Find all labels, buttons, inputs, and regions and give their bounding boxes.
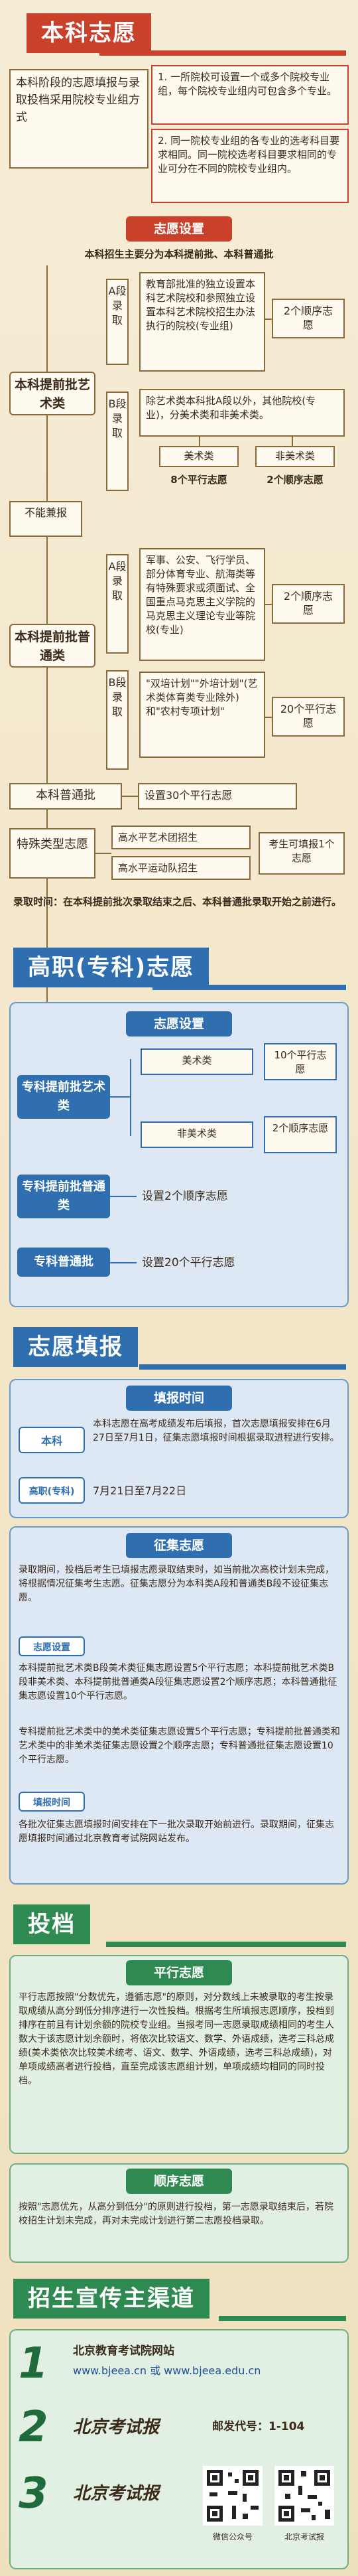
fill-voc-label: 高职(专科) — [19, 1477, 85, 1504]
section-fill-title: 志愿填报 — [13, 1327, 138, 1367]
fill-voc-time: 7月21日至7月22日 — [93, 1484, 187, 1497]
collect-panel — [9, 1526, 349, 1885]
section-channels-header: 招生宣传主渠道 — [0, 2272, 358, 2324]
undergrad-note: 录取时间：在本科提前批次录取结束之后、本科普通批录取开始之前进行。 — [13, 896, 342, 908]
connector — [199, 437, 200, 446]
special-item-2: 高水平运动队招生 — [111, 856, 251, 880]
channel-number-3: 3 — [19, 2469, 48, 2518]
undergrad-settings-title: 志愿设置 — [126, 216, 232, 242]
voc-early-general-desc: 设置2个顺序志愿 — [142, 1190, 228, 1203]
channels-panel — [9, 2329, 349, 2569]
voc-normal: 专科普通批 — [17, 1248, 110, 1277]
qr-2-label: 北京考试报 — [284, 2532, 324, 2541]
art-fine-count: 8个平行志愿 — [170, 474, 227, 486]
art-fine-label: 美术类 — [159, 446, 239, 467]
section-voc-title: 高职(专科)志愿 — [13, 948, 209, 987]
parallel-text: 平行志愿按照"分数优先，遵循志愿"的原则，对分数线上未被录取的考生按录取成绩从高… — [19, 1992, 334, 2086]
gen-b-desc: "双培计划""外培计划"(艺术类体育类专业除外)和"农村专项计划" — [139, 672, 265, 758]
art-non-fine-count: 2个顺序志愿 — [267, 474, 324, 486]
connector — [130, 1059, 131, 1136]
qr-code-icon[interactable] — [203, 2466, 263, 2526]
parallel-title: 平行志愿 — [126, 1960, 232, 1985]
voc-early-general: 专科提前批普通类 — [17, 1175, 110, 1218]
collect-p4: 各批次征集志愿填报时间安排在下一批次录取开始前进行。录取期间，征集志愿填报时间通… — [19, 1820, 334, 1844]
fill-undergrad-label: 本科 — [19, 1427, 85, 1453]
gen-seg-b-label: B段录取 — [106, 670, 129, 770]
channel-2-name: 北京考试报 — [73, 2417, 160, 2437]
gen-b-count: 20个平行志愿 — [272, 697, 345, 737]
channel-number-2: 2 — [19, 2403, 48, 2452]
parallel-panel — [9, 1955, 349, 2154]
voc-early-art: 专科提前批艺术类 — [17, 1075, 110, 1119]
connector — [95, 853, 111, 854]
normal-batch-label: 本科普通批 — [9, 783, 122, 810]
header-rule — [99, 37, 346, 56]
collect-p3: 专科提前批艺术类中的美术类征集志愿设置5个平行志愿；专科提前批普通类和艺术类中的… — [19, 1727, 340, 1765]
section-admit-header: 投档 — [0, 1898, 358, 1950]
connector — [122, 796, 138, 797]
normal-batch-desc: 设置30个平行志愿 — [138, 783, 297, 810]
voc-non-fine: 非美术类 — [141, 1121, 253, 1148]
sequence-text: 按照"志愿优先，从高分到低分"的原则进行投档，第一志愿录取结束后，若院校招生计划… — [19, 2202, 333, 2226]
undergrad-settings-desc: 本科招生主要分为本科提前批、本科普通批 — [84, 248, 274, 260]
special-label: 特殊类型志愿 — [9, 828, 95, 879]
connector — [110, 1262, 137, 1263]
voc-settings-title: 志愿设置 — [126, 1011, 232, 1037]
fill-undergrad-time: 本科志愿在高考成绩发布后填报，首次志愿填报安排在6月27日至7月1日，征集志愿填… — [93, 1419, 339, 1443]
connector — [265, 319, 272, 320]
section-channels-title: 招生宣传主渠道 — [13, 2279, 209, 2319]
voc-non-fine-count: 2个顺序志愿 — [264, 1116, 337, 1153]
sequence-title: 顺序志愿 — [126, 2169, 232, 2194]
early-art-label: 本科提前批艺术类 — [9, 372, 95, 415]
qr-code-icon[interactable] — [274, 2466, 334, 2526]
section-fill-header: 志愿填报 — [0, 1321, 358, 1372]
connector — [110, 1096, 130, 1098]
connector — [265, 717, 272, 718]
art-seg-b-label: B段录取 — [106, 392, 129, 491]
special-item-1: 高水平艺术团招生 — [111, 825, 251, 849]
art-a-count: 2个顺序志愿 — [272, 299, 345, 338]
art-b-desc: 除艺术类本科批A段以外，其他院校(专业)，分美术类和非美术类。 — [139, 389, 345, 437]
section-undergrad-header: 本科志愿 — [0, 7, 358, 58]
art-a-desc: 教育部批准的独立设置本科艺术院校和参照独立设置本科艺术院校招生办法执行的院校(专… — [139, 272, 265, 372]
undergrad-point-1: 1. 一所院校可设置一个或多个院校专业组，每个院校专业组内可包含多个专业。 — [151, 65, 349, 125]
section-undergrad-title: 本科志愿 — [27, 13, 151, 53]
art-seg-a-label: A段录取 — [106, 279, 129, 365]
channel-number-1: 1 — [19, 2339, 48, 2388]
undergrad-point-2: 2. 同一院校专业组的各专业的选考科目要求相同。同一院校选考科目要求相同的专业可… — [151, 129, 349, 203]
connector — [265, 604, 272, 605]
collect-title: 征集志愿 — [126, 1533, 232, 1558]
voc-fine-count: 10个平行志愿 — [264, 1043, 337, 1080]
channel-3-name: 北京考试报 — [73, 2484, 160, 2504]
flow-spine — [46, 265, 48, 1135]
collect-p2: 本科提前批艺术类B段美术类征集志愿设置5个平行志愿；本科提前批艺术类B段非美术类… — [19, 1663, 337, 1701]
art-non-fine-label: 非美术类 — [255, 446, 335, 467]
connector — [292, 437, 293, 446]
header-rule — [139, 1351, 346, 1370]
early-general-label: 本科提前批普通类 — [9, 624, 95, 668]
header-rule — [106, 1928, 346, 1947]
channel-1-url[interactable]: www.bjeea.cn 或 www.bjeea.edu.cn — [73, 2364, 261, 2377]
collect-p1: 录取期间，投档后考生已填报志愿录取结束时，如当前批次高校计划未完成，将根据情况征… — [19, 1565, 334, 1603]
collect-time-label: 填报时间 — [19, 1792, 85, 1812]
channel-2-code: 邮发代号：1-104 — [212, 2420, 305, 2433]
fill-time-title: 填报时间 — [126, 1386, 232, 1411]
section-voc-header: 高职(专科)志愿 — [0, 941, 358, 993]
gen-a-count: 2个顺序志愿 — [272, 584, 345, 624]
collect-setting-label: 志愿设置 — [19, 1636, 85, 1656]
special-count: 考生可填报1个志愿 — [259, 832, 345, 875]
connector — [110, 1196, 137, 1197]
voc-fine: 美术类 — [141, 1048, 253, 1075]
voc-normal-desc: 设置20个平行志愿 — [142, 1256, 235, 1269]
header-rule — [152, 971, 346, 990]
section-admit-title: 投档 — [13, 1904, 90, 1944]
no-dual-report: 不能兼报 — [9, 501, 82, 537]
header-rule — [219, 2303, 346, 2321]
channel-1-name: 北京教育考试院网站 — [73, 2344, 174, 2358]
gen-seg-a-label: A段录取 — [106, 554, 129, 654]
undergrad-intro: 本科阶段的志愿填报与录取投档采用院校专业组方式 — [9, 69, 149, 169]
gen-a-desc: 军事、公安、飞行学员、部分体育专业、航海类等有特殊要求或须面试、全国重点马克思主… — [139, 548, 265, 661]
qr-1-label: 微信公众号 — [212, 2532, 253, 2541]
